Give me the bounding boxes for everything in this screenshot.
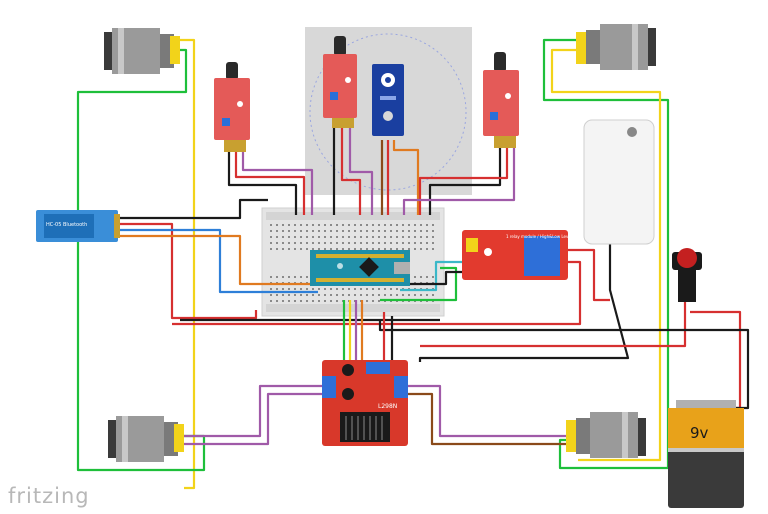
l298n-motor-driver: L298N: [322, 360, 408, 446]
relay-module: 1 relay module / High&Low Level Trigger: [462, 230, 587, 280]
wire-blue-bt: [118, 228, 318, 294]
arduino-nano: [310, 250, 410, 286]
ir-sensor-center: [323, 36, 357, 128]
power-bank: [583, 119, 655, 245]
fritzing-logo: fritzing: [8, 484, 90, 508]
driver-label: L298N: [378, 403, 397, 410]
wire-yellow-motor-tr: [550, 48, 662, 462]
wire-red-relay-out: [562, 248, 610, 302]
wire-brown-motor-br-b: [408, 392, 578, 446]
dc-motor-bottom-right: [566, 412, 646, 458]
push-button: [672, 248, 702, 302]
wire-black-battery-neg: [378, 320, 750, 410]
wire-purple-motor-bl-b: [180, 392, 322, 446]
wire-black-holder: [418, 240, 630, 362]
ir-sensor-right: [483, 52, 519, 148]
wire-cyan-relay: [400, 260, 462, 292]
wire-green-motor-tl: [76, 48, 206, 472]
wire-orange-bt: [118, 234, 326, 286]
wire-red-bt: [118, 222, 258, 320]
servo-motor: [372, 64, 404, 136]
wire-red-relay-vcc: [172, 260, 582, 326]
wire-purple-ir-center: [348, 128, 374, 215]
wire-purple-motor-bl-a: [180, 384, 322, 438]
wire-purple-ir-right: [402, 148, 516, 215]
wire-red-ir-right: [418, 148, 509, 215]
dc-motor-bottom-left: [108, 416, 184, 462]
wire-red-ir-left: [234, 152, 306, 215]
wire-purple-motor-br-a: [408, 384, 578, 438]
wire-red-battery-pos: [690, 310, 742, 410]
wire-purple-ir-left: [241, 152, 314, 215]
servo-sweep-circle: [309, 33, 467, 191]
wire-green-relay: [380, 266, 458, 302]
wire-red-ir-center: [340, 128, 362, 215]
wire-black-relay: [392, 270, 462, 286]
wire-black-bt: [118, 198, 268, 220]
bluetooth-label: HC-05 Bluetooth: [46, 222, 87, 228]
dc-motor-top-right: [576, 24, 656, 70]
battery-label: 9v: [690, 424, 709, 442]
dc-motor-top-left: [104, 28, 180, 74]
relay-label: 1 relay module / High&Low Level Trigger: [506, 234, 587, 239]
battery-9v: 9v: [668, 400, 744, 508]
wire-orange-servo: [392, 140, 420, 215]
ir-sensor-left: [214, 62, 250, 152]
wire-red-button: [420, 302, 687, 348]
bluetooth-module: HC-05 Bluetooth: [36, 210, 120, 242]
wire-black-ir-left: [227, 152, 298, 215]
wires: [76, 38, 750, 490]
wire-yellow-motor-tl: [180, 38, 196, 490]
